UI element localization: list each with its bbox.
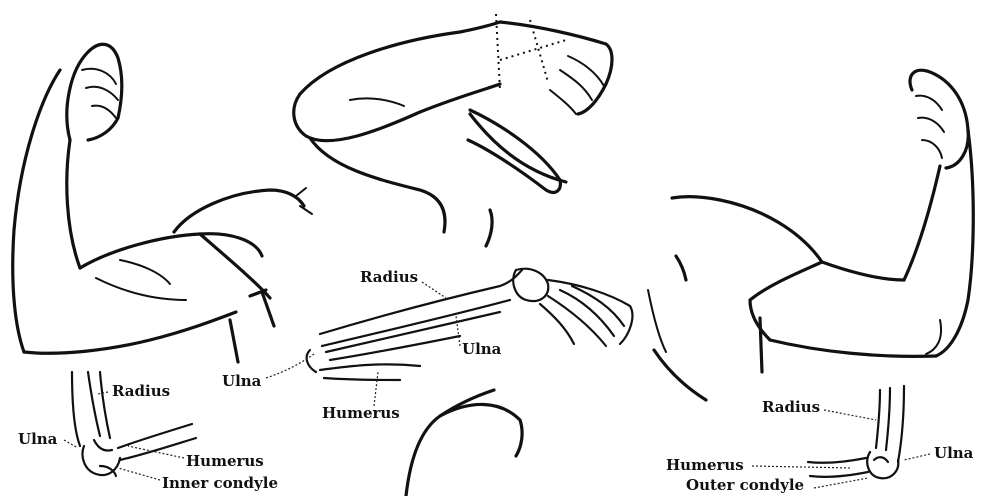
left-forearm-outline (13, 70, 60, 352)
label-center-ulna: Ulna (462, 340, 502, 358)
top-upper-arm-outline (300, 22, 500, 94)
top-center-arm-drawing (294, 14, 612, 246)
label-center-radius: Radius (360, 268, 418, 286)
center-humerus-bone (320, 364, 420, 370)
left-fist (67, 44, 122, 140)
label-right-ulna: Ulna (934, 444, 974, 462)
center-radius-bone (320, 270, 522, 334)
label-left-ulna: Ulna (18, 430, 58, 448)
right-fist (910, 70, 968, 168)
label-center-humerus: Humerus (322, 404, 400, 422)
right-elbow-radius-bone (876, 390, 880, 448)
center-bone-diagram (307, 269, 633, 496)
left-elbow-radius-bone (88, 372, 100, 436)
right-elbow-bone-diagram (808, 386, 904, 478)
right-biceps-outline (672, 197, 904, 280)
label-center-ulna-left: Ulna (222, 372, 262, 390)
left-elbow-humerus-bone (118, 424, 192, 448)
label-left-humerus: Humerus (186, 452, 264, 470)
right-elbow-humerus-bone (808, 458, 866, 463)
labels: Radius Ulna Ulna Humerus Radius Ulna Hum… (18, 268, 974, 494)
right-flexed-arm-drawing (648, 70, 973, 400)
label-right-radius: Radius (762, 398, 820, 416)
label-left-radius: Radius (112, 382, 170, 400)
label-left-inner-condyle: Inner condyle (162, 474, 278, 492)
left-flexed-arm-drawing (13, 44, 312, 362)
label-right-humerus: Humerus (666, 456, 744, 474)
left-elbow-ulna-bone (72, 372, 80, 446)
label-right-outer-condyle: Outer condyle (686, 476, 804, 494)
right-elbow-ulna-bone (898, 386, 904, 462)
top-hand-outline (500, 22, 612, 114)
